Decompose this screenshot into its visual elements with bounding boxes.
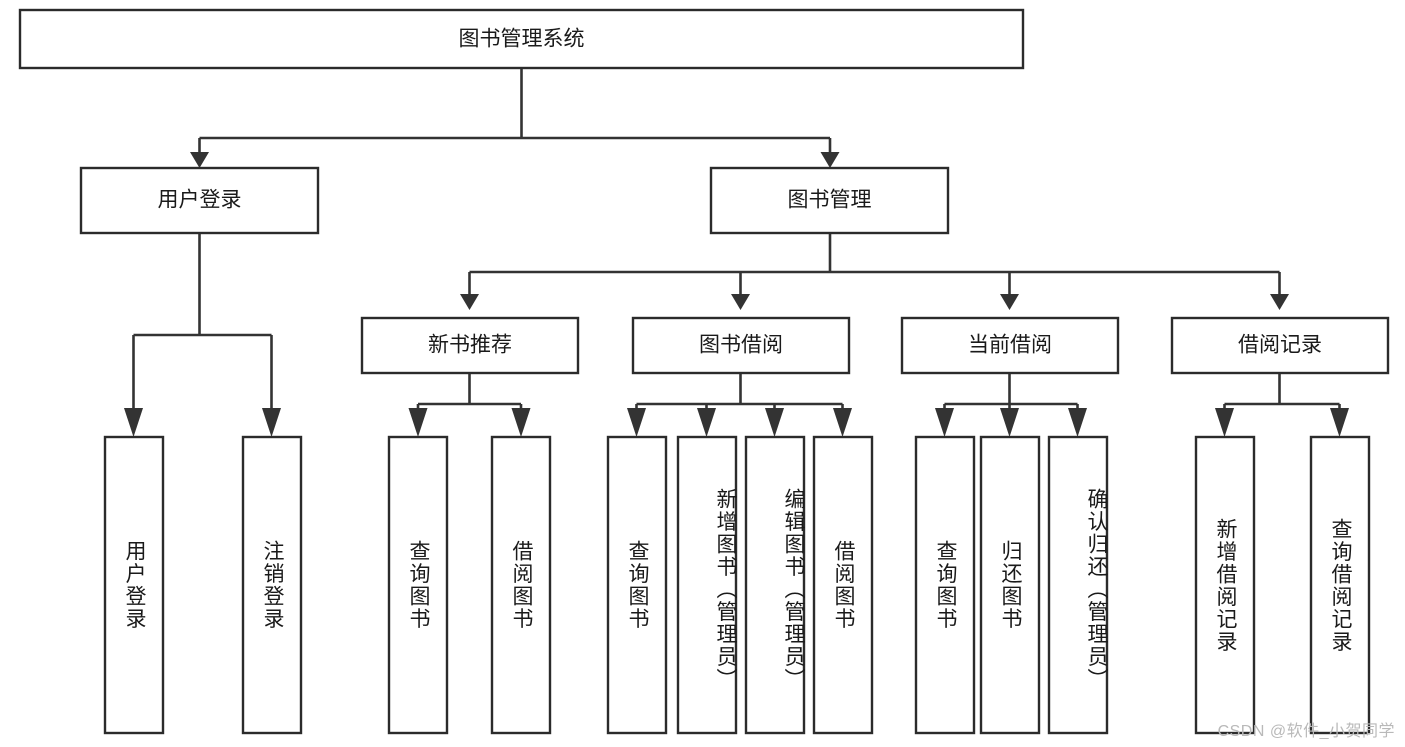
label-current-borrow: 当前借阅 — [968, 334, 1052, 357]
arrow-to-current-borrow — [1000, 294, 1019, 310]
node-box-leaf-borrow-book-2[interactable] — [812, 435, 874, 735]
arrow-to-leaf-borrow-book-1 — [511, 408, 531, 437]
arrow-to-leaf-query-book-1 — [408, 408, 428, 437]
arrow-to-leaf-query-book-2 — [627, 408, 646, 437]
arrow-to-leaf-borrow-book-2 — [833, 408, 852, 437]
arrow-to-user-login — [190, 152, 209, 168]
node-box-borrow-record[interactable] — [1170, 316, 1390, 375]
arrow-to-leaf-edit-book — [765, 408, 784, 437]
node-box-leaf-user-login[interactable] — [103, 435, 165, 735]
node-box-title[interactable] — [18, 8, 1025, 70]
node-box-leaf-borrow-book-1[interactable] — [490, 435, 552, 735]
arrow-to-book-borrow — [731, 294, 750, 310]
watermark-text: CSDN @软件_小贺同学 — [1217, 723, 1395, 740]
arrow-to-borrow-record — [1270, 294, 1289, 310]
node-box-leaf-edit-book[interactable] — [744, 435, 806, 735]
node-box-leaf-query-book-3[interactable] — [914, 435, 976, 735]
node-box-layer — [18, 8, 1390, 735]
arrow-to-leaf-add-book — [697, 408, 716, 437]
node-box-new-book-recommend[interactable] — [360, 316, 580, 375]
label-borrow-record: 借阅记录 — [1238, 334, 1322, 357]
node-box-leaf-logout-login[interactable] — [241, 435, 303, 735]
arrow-to-leaf-query-book-3 — [935, 408, 954, 437]
label-new-book-recommend: 新书推荐 — [428, 334, 512, 357]
node-box-book-borrow[interactable] — [631, 316, 851, 375]
arrow-to-leaf-logout-login — [262, 408, 281, 437]
node-box-leaf-query-record[interactable] — [1309, 435, 1371, 735]
node-box-leaf-query-book-1[interactable] — [387, 435, 449, 735]
node-box-book-management[interactable] — [709, 166, 950, 235]
horizontal-label-layer: 图书管理系统 用户登录 图书管理 新书推荐 图书借阅 当前借阅 借阅记录 — [158, 28, 1323, 357]
arrow-to-leaf-return-book — [1000, 408, 1019, 437]
label-user-login: 用户登录 — [158, 189, 242, 212]
node-box-leaf-confirm-return[interactable] — [1047, 435, 1109, 735]
node-box-leaf-add-record[interactable] — [1194, 435, 1256, 735]
arrow-to-leaf-confirm-return — [1068, 408, 1087, 437]
node-box-leaf-return-book[interactable] — [979, 435, 1041, 735]
arrow-to-leaf-add-record — [1215, 408, 1234, 437]
node-box-leaf-query-book-2[interactable] — [606, 435, 668, 735]
node-box-current-borrow[interactable] — [900, 316, 1120, 375]
label-title: 图书管理系统 — [459, 28, 585, 51]
label-book-borrow: 图书借阅 — [699, 334, 783, 357]
arrow-to-book-management — [820, 152, 840, 168]
arrow-to-leaf-user-login — [124, 408, 143, 437]
arrowhead-layer — [124, 152, 1349, 437]
arrow-to-leaf-query-record — [1330, 408, 1349, 437]
arrow-to-new-book-recommend — [460, 294, 479, 310]
node-box-leaf-add-book[interactable] — [676, 435, 738, 735]
label-book-management: 图书管理 — [788, 189, 872, 212]
node-box-user-login[interactable] — [79, 166, 320, 235]
